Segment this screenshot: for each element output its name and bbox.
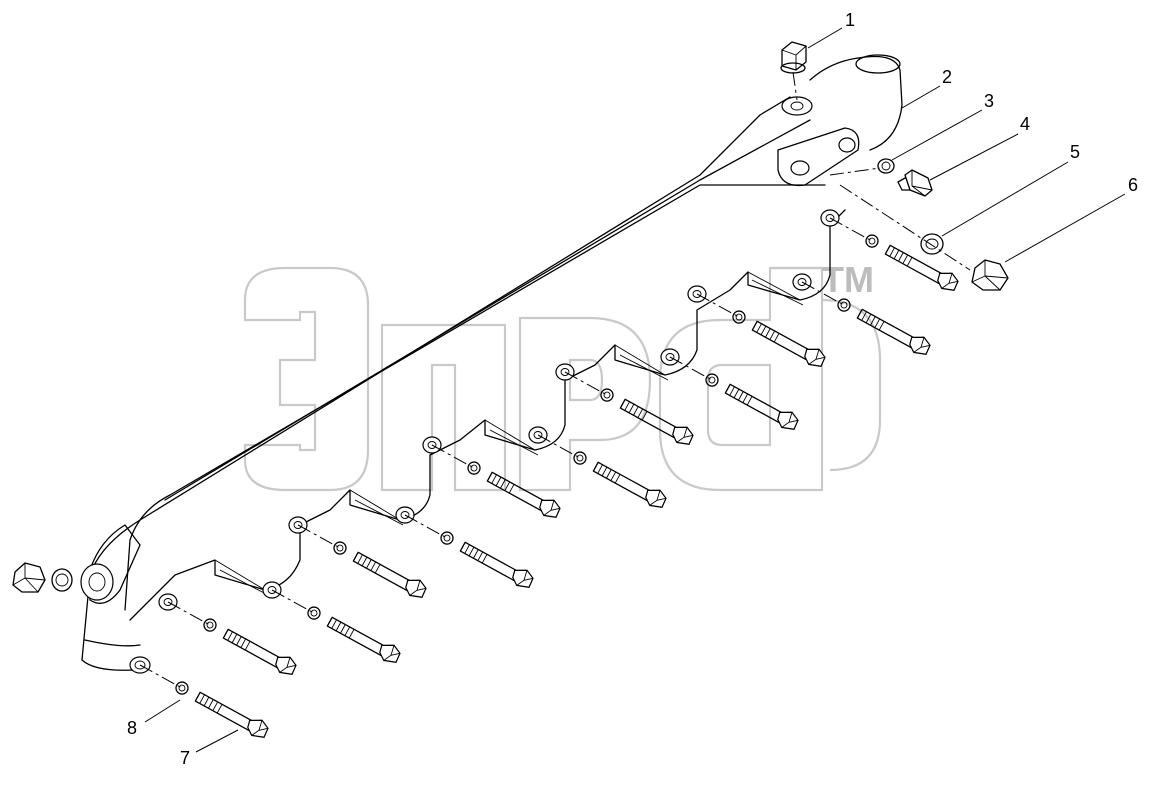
callout-label-6: 6 [1128, 175, 1138, 195]
bolt-thread [326, 617, 355, 639]
assembly-center-line [431, 444, 475, 469]
washer-hole [708, 376, 716, 384]
bolt-thread [751, 321, 780, 343]
flange-holes [129, 209, 840, 674]
watermark-logo: TM [243, 259, 882, 492]
bolt-head-edges [251, 720, 269, 736]
assembly-center-line [537, 434, 581, 459]
bolt-thread [194, 692, 223, 714]
exhaust-manifold [80, 54, 903, 674]
assembly-center-line [696, 293, 740, 318]
bolt-shank-part-7 [222, 628, 285, 670]
assembly-center-line [564, 371, 608, 396]
bolt-thread [222, 629, 251, 651]
center-line-upper [829, 167, 971, 271]
bolt-thread [486, 472, 515, 494]
washer-part-8 [573, 451, 587, 465]
callout-4: 4 [929, 114, 1030, 181]
washer-hole [603, 391, 611, 399]
washer-part-8 [467, 461, 481, 475]
assembly-center-line [167, 601, 211, 626]
callout-7: 7 [180, 729, 239, 768]
callout-label-3: 3 [984, 91, 994, 111]
washer-part-8 [600, 388, 614, 402]
plug-part-1 [780, 41, 807, 101]
bolt-head-edges [913, 337, 931, 353]
washer-part-8 [732, 310, 746, 324]
assembly-center-line [669, 356, 713, 381]
washer-part-8 [865, 234, 879, 248]
bolt-head-edges [649, 490, 667, 506]
plug-part-4 [897, 169, 933, 197]
bolt-shank-part-7 [352, 551, 415, 593]
washer-hole [868, 237, 876, 245]
assembly-center-line [404, 514, 448, 539]
sealing-ring-part-3 [877, 158, 895, 174]
bolt-thread [724, 384, 753, 406]
bolt-thread [352, 552, 381, 574]
callout-label-8: 8 [127, 718, 137, 738]
washer-part-8 [203, 618, 217, 632]
bolt-head-edges [383, 645, 401, 661]
washer-hole [178, 684, 186, 692]
bolt-head-edges [808, 349, 826, 365]
trademark-text: TM [822, 259, 874, 300]
washer-part-8 [333, 541, 347, 555]
callout-3: 3 [891, 91, 994, 161]
bolt-shank-part-7 [724, 383, 787, 425]
bolt-shank-part-7 [884, 244, 947, 286]
washer-hole [470, 464, 478, 472]
washer-hole [576, 454, 584, 462]
washer-part-8 [705, 373, 719, 387]
assembly-center-line [801, 281, 845, 306]
bolt-head-edges [279, 657, 297, 673]
bolt-thread [884, 245, 913, 267]
callout-label-2: 2 [942, 67, 952, 87]
bolt-head-edges [543, 500, 561, 516]
washer-hole [443, 534, 451, 542]
washer-hole [840, 301, 848, 309]
assembly-center-line [139, 664, 183, 689]
bolts-and-washers [139, 217, 959, 738]
washer-part-8 [175, 681, 189, 695]
bolt-thread [592, 462, 621, 484]
bolt-shank-part-7 [751, 320, 814, 362]
callout-label-1: 1 [845, 10, 855, 30]
bolt-head-edges [516, 570, 534, 586]
washer-part-8 [837, 298, 851, 312]
bolt-shank-part-7 [194, 691, 257, 733]
assembly-center-line [271, 589, 315, 614]
washer-hole [735, 313, 743, 321]
washer-hole [206, 621, 214, 629]
callout-label-5: 5 [1070, 142, 1080, 162]
bolt-shank-part-7 [326, 616, 389, 658]
bolt-shank-part-7 [459, 541, 522, 583]
washer-hole [336, 544, 344, 552]
callout-8: 8 [127, 699, 181, 738]
bolt-head-edges [941, 273, 959, 289]
assembly-center-line [297, 524, 341, 549]
washer-part-8 [307, 606, 321, 620]
washer-part-8 [440, 531, 454, 545]
bolt-thread [856, 309, 885, 331]
callout-2: 2 [901, 67, 952, 109]
bolt-head-edges [676, 427, 694, 443]
callout-label-4: 4 [1020, 114, 1030, 134]
bolt-shank-part-7 [486, 471, 549, 513]
callout-6: 6 [1004, 175, 1138, 263]
callout-1: 1 [807, 10, 855, 49]
sealing-ring-part-5 [920, 233, 944, 255]
washer-hole [310, 609, 318, 617]
assembly-center-line [829, 217, 873, 242]
callout-label-7: 7 [180, 748, 190, 768]
bolt-head-edges [409, 580, 427, 596]
end-plug-left [12, 562, 73, 593]
bolt-thread [619, 399, 648, 421]
bolt-thread [459, 542, 488, 564]
plug-part-6 [971, 259, 1009, 291]
callout-5: 5 [941, 142, 1080, 237]
bolt-shank-part-7 [592, 461, 655, 503]
bolt-head-edges [781, 412, 799, 428]
